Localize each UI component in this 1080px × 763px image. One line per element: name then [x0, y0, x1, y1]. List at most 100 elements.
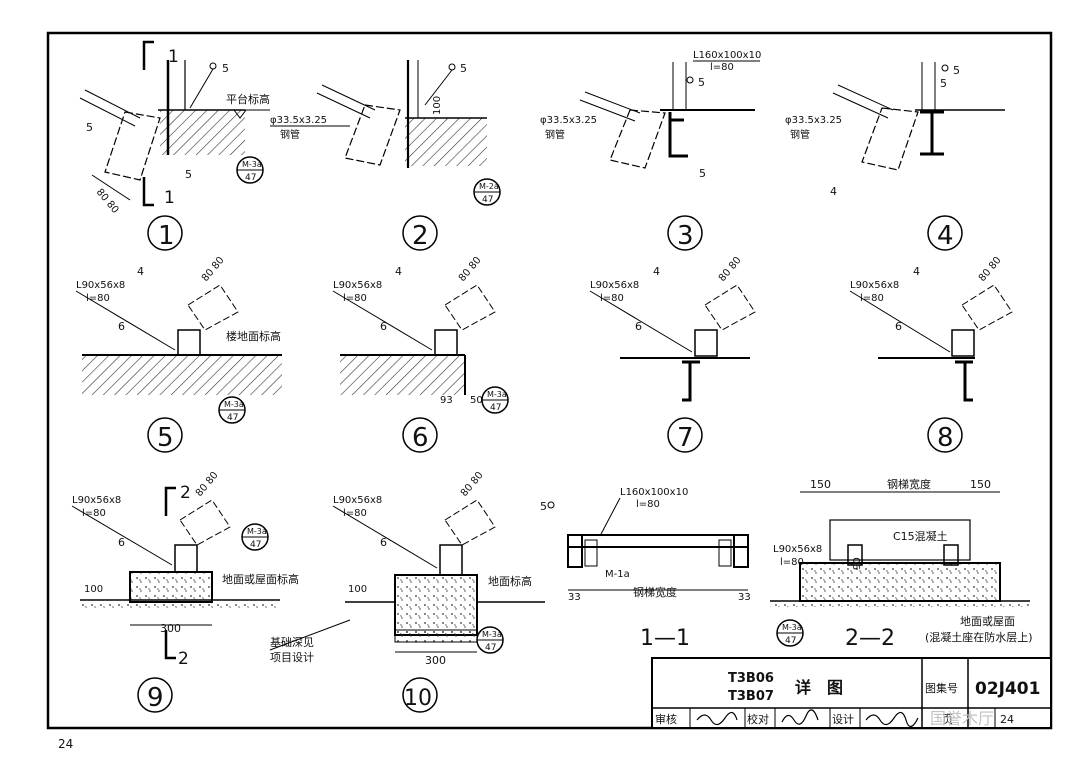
svg-text:M-1a: M-1a	[605, 569, 630, 580]
svg-text:钢梯宽度: 钢梯宽度	[633, 585, 677, 599]
svg-text:2: 2	[180, 483, 191, 503]
svg-text:47: 47	[482, 195, 493, 205]
svg-text:150: 150	[810, 478, 831, 491]
svg-text:47: 47	[250, 540, 261, 550]
svg-text:l=80: l=80	[710, 62, 734, 73]
svg-text:钢管: 钢管	[790, 128, 810, 141]
detail-1: 1 1 5 5 5 平台标高 80 80 M-3a 47 ① 1	[79, 40, 270, 251]
svg-text:6: 6	[895, 320, 902, 333]
svg-text:M-3a: M-3a	[224, 400, 244, 409]
svg-text:47: 47	[785, 636, 796, 646]
svg-text:3: 3	[677, 221, 694, 251]
svg-text:4: 4	[830, 185, 837, 198]
svg-text:l=80: l=80	[600, 293, 624, 304]
detail-10: L90x56x8 l=80 6 80 80 地面标高 100 300 基础深见 …	[269, 470, 545, 713]
svg-text:47: 47	[490, 403, 501, 413]
detail-7: L90x56x8 l=80 4 6 80 80 7	[589, 255, 756, 453]
svg-text:2: 2	[178, 649, 189, 669]
svg-text:150: 150	[970, 478, 991, 491]
svg-text:l=80: l=80	[343, 508, 367, 519]
svg-text:M-2a: M-2a	[479, 182, 499, 191]
section-label-bottom: 1	[164, 188, 175, 208]
svg-text:审核: 审核	[655, 712, 677, 726]
svg-text:9: 9	[147, 683, 164, 713]
detail-6: L90x56x8 l=80 4 6 80 80 93 50 M-3a 47 6	[332, 255, 509, 453]
svg-text:47: 47	[485, 643, 496, 653]
section-mark-1-bottom	[142, 177, 154, 207]
svg-text:4: 4	[653, 265, 660, 278]
detail-3: L160x100x10 l=80 5 5 φ33.5x3.25 钢管 3	[540, 50, 761, 251]
svg-text:6: 6	[118, 536, 125, 549]
svg-text:93: 93	[440, 395, 453, 406]
svg-text:47: 47	[245, 173, 256, 183]
svg-text:80 80: 80 80	[194, 470, 221, 499]
svg-text:l=80: l=80	[82, 508, 106, 519]
svg-text:校对: 校对	[747, 712, 769, 726]
detail-2: 5 φ33.5x3.25 钢管 100 M-2a 47 2	[270, 60, 501, 251]
section-mark-1-top	[142, 40, 154, 70]
weld-mark: 5	[222, 62, 229, 75]
title-block: T3B06 T3B07 详 图 图集号 02J401 审核 校对 设计 页 24…	[651, 657, 1052, 729]
svg-text:4: 4	[137, 265, 144, 278]
svg-text:设计: 设计	[832, 713, 854, 726]
svg-text:33: 33	[738, 592, 751, 603]
svg-text:5: 5	[953, 64, 960, 77]
svg-text:L90x56x8: L90x56x8	[590, 280, 639, 291]
svg-text:10: 10	[404, 686, 432, 711]
svg-text:L160x100x10: L160x100x10	[620, 487, 688, 498]
svg-text:5: 5	[940, 77, 947, 90]
svg-text:L90x56x8: L90x56x8	[773, 544, 822, 555]
svg-text:80 80: 80 80	[977, 255, 1004, 284]
weld-mark: 5	[86, 121, 93, 134]
svg-text:(混凝土座在防水层上): (混凝土座在防水层上)	[925, 630, 1033, 644]
svg-text:l=80: l=80	[86, 293, 110, 304]
dimension-label: 100	[432, 96, 443, 115]
svg-text:地面标高: 地面标高	[488, 574, 532, 588]
section-label-top: 1	[168, 47, 179, 67]
svg-text:M-3a: M-3a	[782, 623, 802, 632]
svg-text:6: 6	[380, 320, 387, 333]
svg-text:4: 4	[395, 265, 402, 278]
svg-text:图集号: 图集号	[925, 681, 958, 695]
svg-text:6: 6	[118, 320, 125, 333]
section-label: 1—1	[640, 626, 690, 651]
detail-9: 2 2 L90x56x8 l=80 6 80 80 M-3a 47 地面或屋面标…	[71, 470, 299, 713]
svg-text:2: 2	[412, 221, 429, 251]
svg-text:80 80: 80 80	[459, 470, 486, 499]
drawing-title: 详 图	[795, 678, 843, 697]
svg-text:M-3a: M-3a	[482, 630, 502, 639]
drawing-code: T3B06	[728, 671, 774, 686]
weld-mark: 5	[185, 168, 192, 181]
svg-text:φ33.5x3.25: φ33.5x3.25	[540, 115, 597, 126]
svg-text:L90x56x8: L90x56x8	[850, 280, 899, 291]
svg-text:300: 300	[425, 654, 446, 667]
svg-text:300: 300	[160, 622, 181, 635]
pipe-size-label: φ33.5x3.25	[270, 115, 327, 126]
svg-text:C15混凝土: C15混凝土	[893, 529, 948, 543]
svg-text:L90x56x8: L90x56x8	[72, 495, 121, 506]
svg-text:33: 33	[568, 592, 581, 603]
signature-check	[781, 709, 819, 725]
angle-steel-label: L160x100x10	[693, 50, 761, 61]
svg-text:8: 8	[937, 423, 954, 453]
svg-text:80 80: 80 80	[200, 255, 227, 284]
drawing-code: T3B07	[728, 689, 774, 704]
svg-text:项目设计: 项目设计	[270, 651, 314, 664]
section-2-2: 150 钢梯宽度 150 C15混凝土 L90x56x8 l=80 90 地面或…	[770, 477, 1033, 651]
svg-text:5: 5	[699, 167, 706, 180]
svg-text:50: 50	[470, 395, 483, 406]
svg-text:M-3a: M-3a	[247, 527, 267, 536]
svg-text:地面或屋面标高: 地面或屋面标高	[222, 572, 299, 586]
svg-text:80 80: 80 80	[457, 255, 484, 284]
svg-text:6: 6	[635, 320, 642, 333]
platform-elevation-label: 平台标高	[226, 92, 270, 106]
section-1-1: 5 L160x100x10 l=80 M-1a 钢梯宽度 33 33 1—1	[540, 487, 751, 651]
svg-text:47: 47	[227, 413, 238, 423]
detail-number-digit: 1	[158, 221, 175, 251]
floor-elevation-label: 楼地面标高	[226, 329, 281, 343]
svg-text:4: 4	[913, 265, 920, 278]
svg-text:L90x56x8: L90x56x8	[333, 280, 382, 291]
section-label: 2—2	[845, 626, 895, 651]
sheet-border	[46, 31, 1053, 730]
svg-text:5: 5	[540, 500, 547, 513]
